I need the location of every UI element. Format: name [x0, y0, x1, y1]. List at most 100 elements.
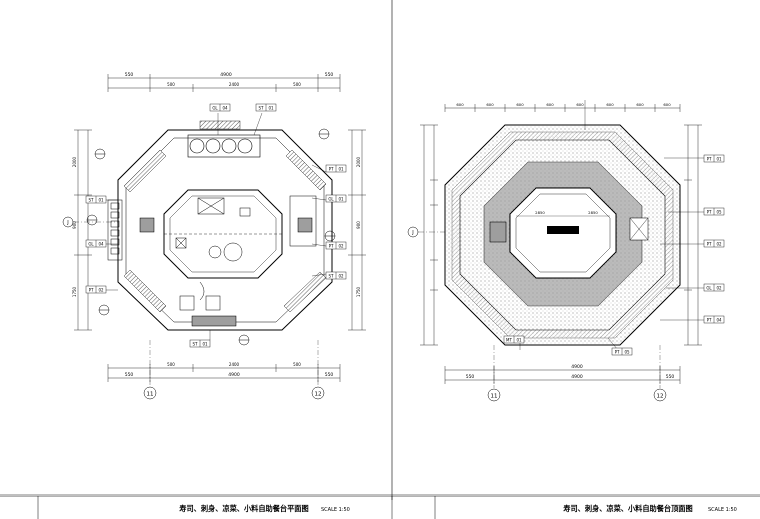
- material-tag: PT 02: [325, 241, 347, 250]
- dim-bottom-part: 500: [293, 362, 301, 367]
- svg-text:04: 04: [716, 318, 722, 323]
- dim-bottom-part: 500: [167, 362, 175, 367]
- axis-label-mid: J: [411, 230, 413, 236]
- column-post: [297, 217, 313, 233]
- column-post: [139, 217, 155, 233]
- light-fixture: [547, 226, 579, 234]
- dim-top-part: 500: [167, 82, 175, 87]
- svg-text:02: 02: [716, 286, 722, 291]
- material-tag: MT 01: [503, 335, 525, 344]
- dim-right-part: 900: [356, 221, 361, 229]
- inner-island: [163, 189, 283, 279]
- dim-top-part: 500: [293, 82, 301, 87]
- svg-text:GL: GL: [328, 197, 334, 202]
- svg-text:01: 01: [202, 342, 208, 347]
- axis-label-11: 11: [491, 394, 498, 400]
- svg-text:GL: GL: [706, 286, 712, 291]
- svg-text:ST: ST: [193, 342, 199, 347]
- dim-bottom-right: 550: [325, 372, 334, 378]
- axis-label-mid: J: [66, 220, 68, 226]
- svg-text:ST: ST: [329, 274, 335, 279]
- material-tag: GL 04: [209, 103, 231, 112]
- dim-inner: 2850: [588, 210, 598, 215]
- dim-top-total: 4900: [220, 72, 232, 78]
- material-tag: GL 01: [325, 194, 347, 203]
- left-bowl-column: [107, 199, 123, 261]
- material-tag: PT 04: [703, 315, 725, 324]
- dim-top-left: 550: [125, 72, 134, 78]
- svg-text:05: 05: [716, 210, 722, 215]
- dim-bottom-total-2: 4900: [571, 374, 583, 380]
- material-tag: GL 04: [85, 239, 107, 248]
- material-tag: ST 01: [255, 103, 277, 112]
- axis-bubble-11: [143, 386, 157, 400]
- axis-label-12: 12: [315, 392, 322, 398]
- dim-bottom-part: 2400: [229, 362, 240, 367]
- dim-bottom-left: 550: [466, 374, 475, 380]
- svg-text:05: 05: [624, 350, 630, 355]
- material-tag: ST 02: [325, 271, 347, 280]
- svg-text:01: 01: [338, 197, 344, 202]
- right-drawing-scale: SCALE 1:50: [708, 507, 737, 513]
- dim-top-part: 600: [456, 102, 464, 107]
- left-drawing-scale: SCALE 1:50: [321, 507, 350, 513]
- svg-text:PT: PT: [707, 242, 712, 247]
- svg-text:PT: PT: [615, 350, 620, 355]
- material-tag: PT 02: [85, 285, 107, 294]
- svg-text:01: 01: [268, 106, 274, 111]
- dim-top-right: 550: [325, 72, 334, 78]
- dim-top-part: 600: [516, 102, 524, 107]
- svg-text:PT: PT: [329, 244, 334, 249]
- axis-label-11: 11: [147, 392, 154, 398]
- bottom-dimensions: [107, 340, 341, 386]
- svg-text:MT: MT: [506, 338, 512, 343]
- svg-text:PT: PT: [89, 288, 94, 293]
- dim-top-part: 600: [636, 102, 644, 107]
- bottom-equipment: [179, 281, 237, 327]
- dim-bottom-total: 4900: [571, 364, 583, 370]
- dim-bottom-total: 4900: [228, 372, 240, 378]
- svg-text:04: 04: [98, 242, 104, 247]
- svg-text:GL: GL: [88, 242, 94, 247]
- material-tag: GL 02: [703, 283, 725, 292]
- top-dimensions: [444, 104, 681, 112]
- svg-text:PT: PT: [329, 167, 334, 172]
- dim-left-part: 2000: [72, 156, 77, 167]
- svg-text:PT: PT: [707, 157, 712, 162]
- diagonal-counters: [123, 149, 327, 313]
- dim-left-part: 900: [72, 221, 77, 229]
- dim-right-part: 1750: [356, 286, 361, 297]
- material-tag: ST 01: [85, 195, 107, 204]
- right-drawing-title: 寿司、刺身、凉菜、小料自助餐台顶面图: [563, 504, 692, 513]
- section-marker: [86, 128, 336, 346]
- svg-text:PT: PT: [707, 318, 712, 323]
- axis-bubble-11: [487, 388, 501, 402]
- material-tag: PT 05: [611, 347, 633, 356]
- dim-bottom-left: 550: [125, 372, 134, 378]
- outer-counter: [117, 129, 333, 331]
- svg-text:01: 01: [716, 157, 722, 162]
- svg-text:01: 01: [516, 338, 522, 343]
- axis-bubble-12: [311, 386, 325, 400]
- dim-inner: 2850: [535, 210, 545, 215]
- svg-text:01: 01: [98, 198, 104, 203]
- svg-text:02: 02: [716, 242, 722, 247]
- svg-text:ST: ST: [259, 106, 265, 111]
- svg-text:04: 04: [222, 106, 228, 111]
- svg-text:PT: PT: [707, 210, 712, 215]
- right-dimensions: [348, 129, 366, 331]
- left-drawing-title: 寿司、刺身、凉菜、小料自助餐台平面图: [179, 504, 308, 513]
- material-tag: PT 01: [325, 164, 347, 173]
- svg-text:01: 01: [338, 167, 344, 172]
- axis-bubble-12: [653, 388, 667, 402]
- material-tag: PT 02: [703, 239, 725, 248]
- dim-top-part: 600: [576, 102, 584, 107]
- svg-text:ST: ST: [89, 198, 95, 203]
- dim-right-part: 2000: [356, 156, 361, 167]
- top-dimensions: [107, 74, 341, 92]
- column-post: [489, 221, 507, 243]
- dim-top-part: 600: [486, 102, 494, 107]
- left-dimensions: [420, 124, 438, 346]
- material-tag: PT 05: [703, 207, 725, 216]
